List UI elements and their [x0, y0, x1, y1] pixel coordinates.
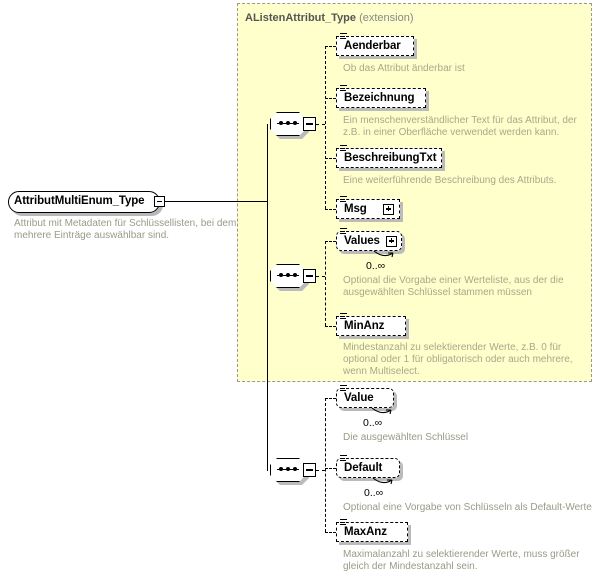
- seq3-branch-line: [325, 398, 326, 532]
- element-attributes-icon: [340, 33, 347, 40]
- sequence-collapse-toggle[interactable]: [303, 269, 316, 283]
- element-label: Values: [344, 234, 380, 247]
- element-label: MinAnz: [344, 319, 385, 332]
- extension-title: AListenAttribut_Type (extension): [245, 12, 414, 24]
- occurrence-arc-icon: [372, 477, 394, 485]
- element-description-beschreibungtxt: Eine weiterführende Beschreibung des Att…: [343, 175, 557, 186]
- seq3-stub-line: [316, 470, 325, 471]
- element-description-default: Optional eine Vorgabe von Schlüsseln als…: [343, 502, 592, 513]
- element-label: Aenderbar: [344, 39, 401, 52]
- element-node-aenderbar[interactable]: Aenderbar: [336, 33, 414, 56]
- element-attributes-icon: [340, 519, 347, 526]
- element-node-default[interactable]: Default: [336, 455, 400, 478]
- sequence-dots-icon: [277, 121, 299, 125]
- branch-trunk-line: [267, 124, 268, 471]
- sequence-dots-icon: [277, 273, 299, 277]
- element-description-value: Die ausgewählten Schlüssel: [343, 432, 469, 443]
- sequence-compositor-2[interactable]: [270, 264, 316, 291]
- element-attributes-icon: [340, 196, 347, 203]
- root-collapse-toggle[interactable]: [154, 196, 165, 207]
- element-label: Value: [344, 391, 374, 404]
- occurrence-label-default: 0..∞: [364, 487, 384, 499]
- element-node-values[interactable]: Values: [336, 228, 402, 251]
- extension-container: [237, 3, 592, 382]
- occurrence-arc-icon: [371, 407, 393, 415]
- occurrence-label-value: 0..∞: [363, 417, 383, 429]
- seq1-child-1-line: [325, 46, 336, 47]
- seq2-child-1-line: [325, 241, 336, 242]
- element-node-minanz[interactable]: MinAnz: [336, 313, 406, 336]
- root-type-label: AttributMultiEnum_Type: [14, 195, 145, 207]
- seq1-child-3-line: [325, 158, 336, 159]
- element-attributes-icon: [340, 145, 347, 152]
- element-attributes-icon: [340, 228, 347, 235]
- element-label: Msg: [344, 202, 367, 215]
- seq1-stub-line: [316, 124, 325, 125]
- seq1-child-4-line: [325, 209, 336, 210]
- element-node-value[interactable]: Value: [336, 385, 394, 408]
- element-description-minanz: Mindestanzahl zu selektierender Werte, z…: [343, 342, 573, 377]
- seq2-stub-line: [316, 276, 325, 277]
- sequence-collapse-toggle[interactable]: [303, 463, 316, 477]
- seq3-child-1-line: [325, 398, 336, 399]
- element-description-aenderbar: Ob das Attribut änderbar ist: [343, 63, 465, 74]
- element-node-beschreibungtxt[interactable]: BeschreibungTxt: [336, 145, 442, 168]
- seq1-branch-line: [325, 46, 326, 209]
- seq3-child-2-line: [325, 468, 336, 469]
- element-description-maxanz: Maximalanzahl zu selektierender Werte, m…: [343, 549, 580, 572]
- sequence-body: [270, 112, 306, 136]
- element-node-maxanz[interactable]: MaxAnz: [336, 519, 408, 542]
- element-attributes-icon: [340, 313, 347, 320]
- seq2-child-2-line: [325, 326, 336, 327]
- extension-kind-label: (extension): [359, 12, 414, 24]
- seq1-child-2-line: [325, 98, 336, 99]
- sequence-compositor-1[interactable]: [270, 112, 316, 139]
- occurrence-arc-icon: [373, 250, 395, 258]
- element-expand-toggle[interactable]: [386, 235, 397, 247]
- element-description-bezeichnung: Ein menschenverständlicher Text für das …: [343, 115, 577, 138]
- extension-base-name: AListenAttribut_Type: [245, 12, 357, 24]
- element-label: Bezeichnung: [344, 91, 415, 104]
- sequence-collapse-toggle[interactable]: [303, 117, 316, 131]
- element-attributes-icon: [340, 85, 347, 92]
- element-label: MaxAnz: [344, 525, 387, 538]
- element-node-bezeichnung[interactable]: Bezeichnung: [336, 85, 426, 108]
- element-attributes-icon: [340, 385, 347, 392]
- seq3-child-3-line: [325, 532, 336, 533]
- element-label: BeschreibungTxt: [344, 151, 437, 164]
- element-label: Default: [344, 461, 383, 474]
- seq2-branch-line: [325, 241, 326, 326]
- root-type-description: Attribut mit Metadaten für Schlüssellist…: [14, 218, 237, 241]
- root-connector-line: [165, 201, 267, 202]
- element-attributes-icon: [340, 455, 347, 462]
- element-description-values: Optional die Vorgabe einer Werteliste, a…: [343, 275, 564, 298]
- element-node-msg[interactable]: Msg: [336, 196, 400, 219]
- sequence-compositor-3[interactable]: [270, 458, 316, 485]
- sequence-dots-icon: [277, 467, 299, 471]
- element-expand-toggle[interactable]: [383, 203, 394, 215]
- occurrence-label-values: 0..∞: [366, 260, 386, 272]
